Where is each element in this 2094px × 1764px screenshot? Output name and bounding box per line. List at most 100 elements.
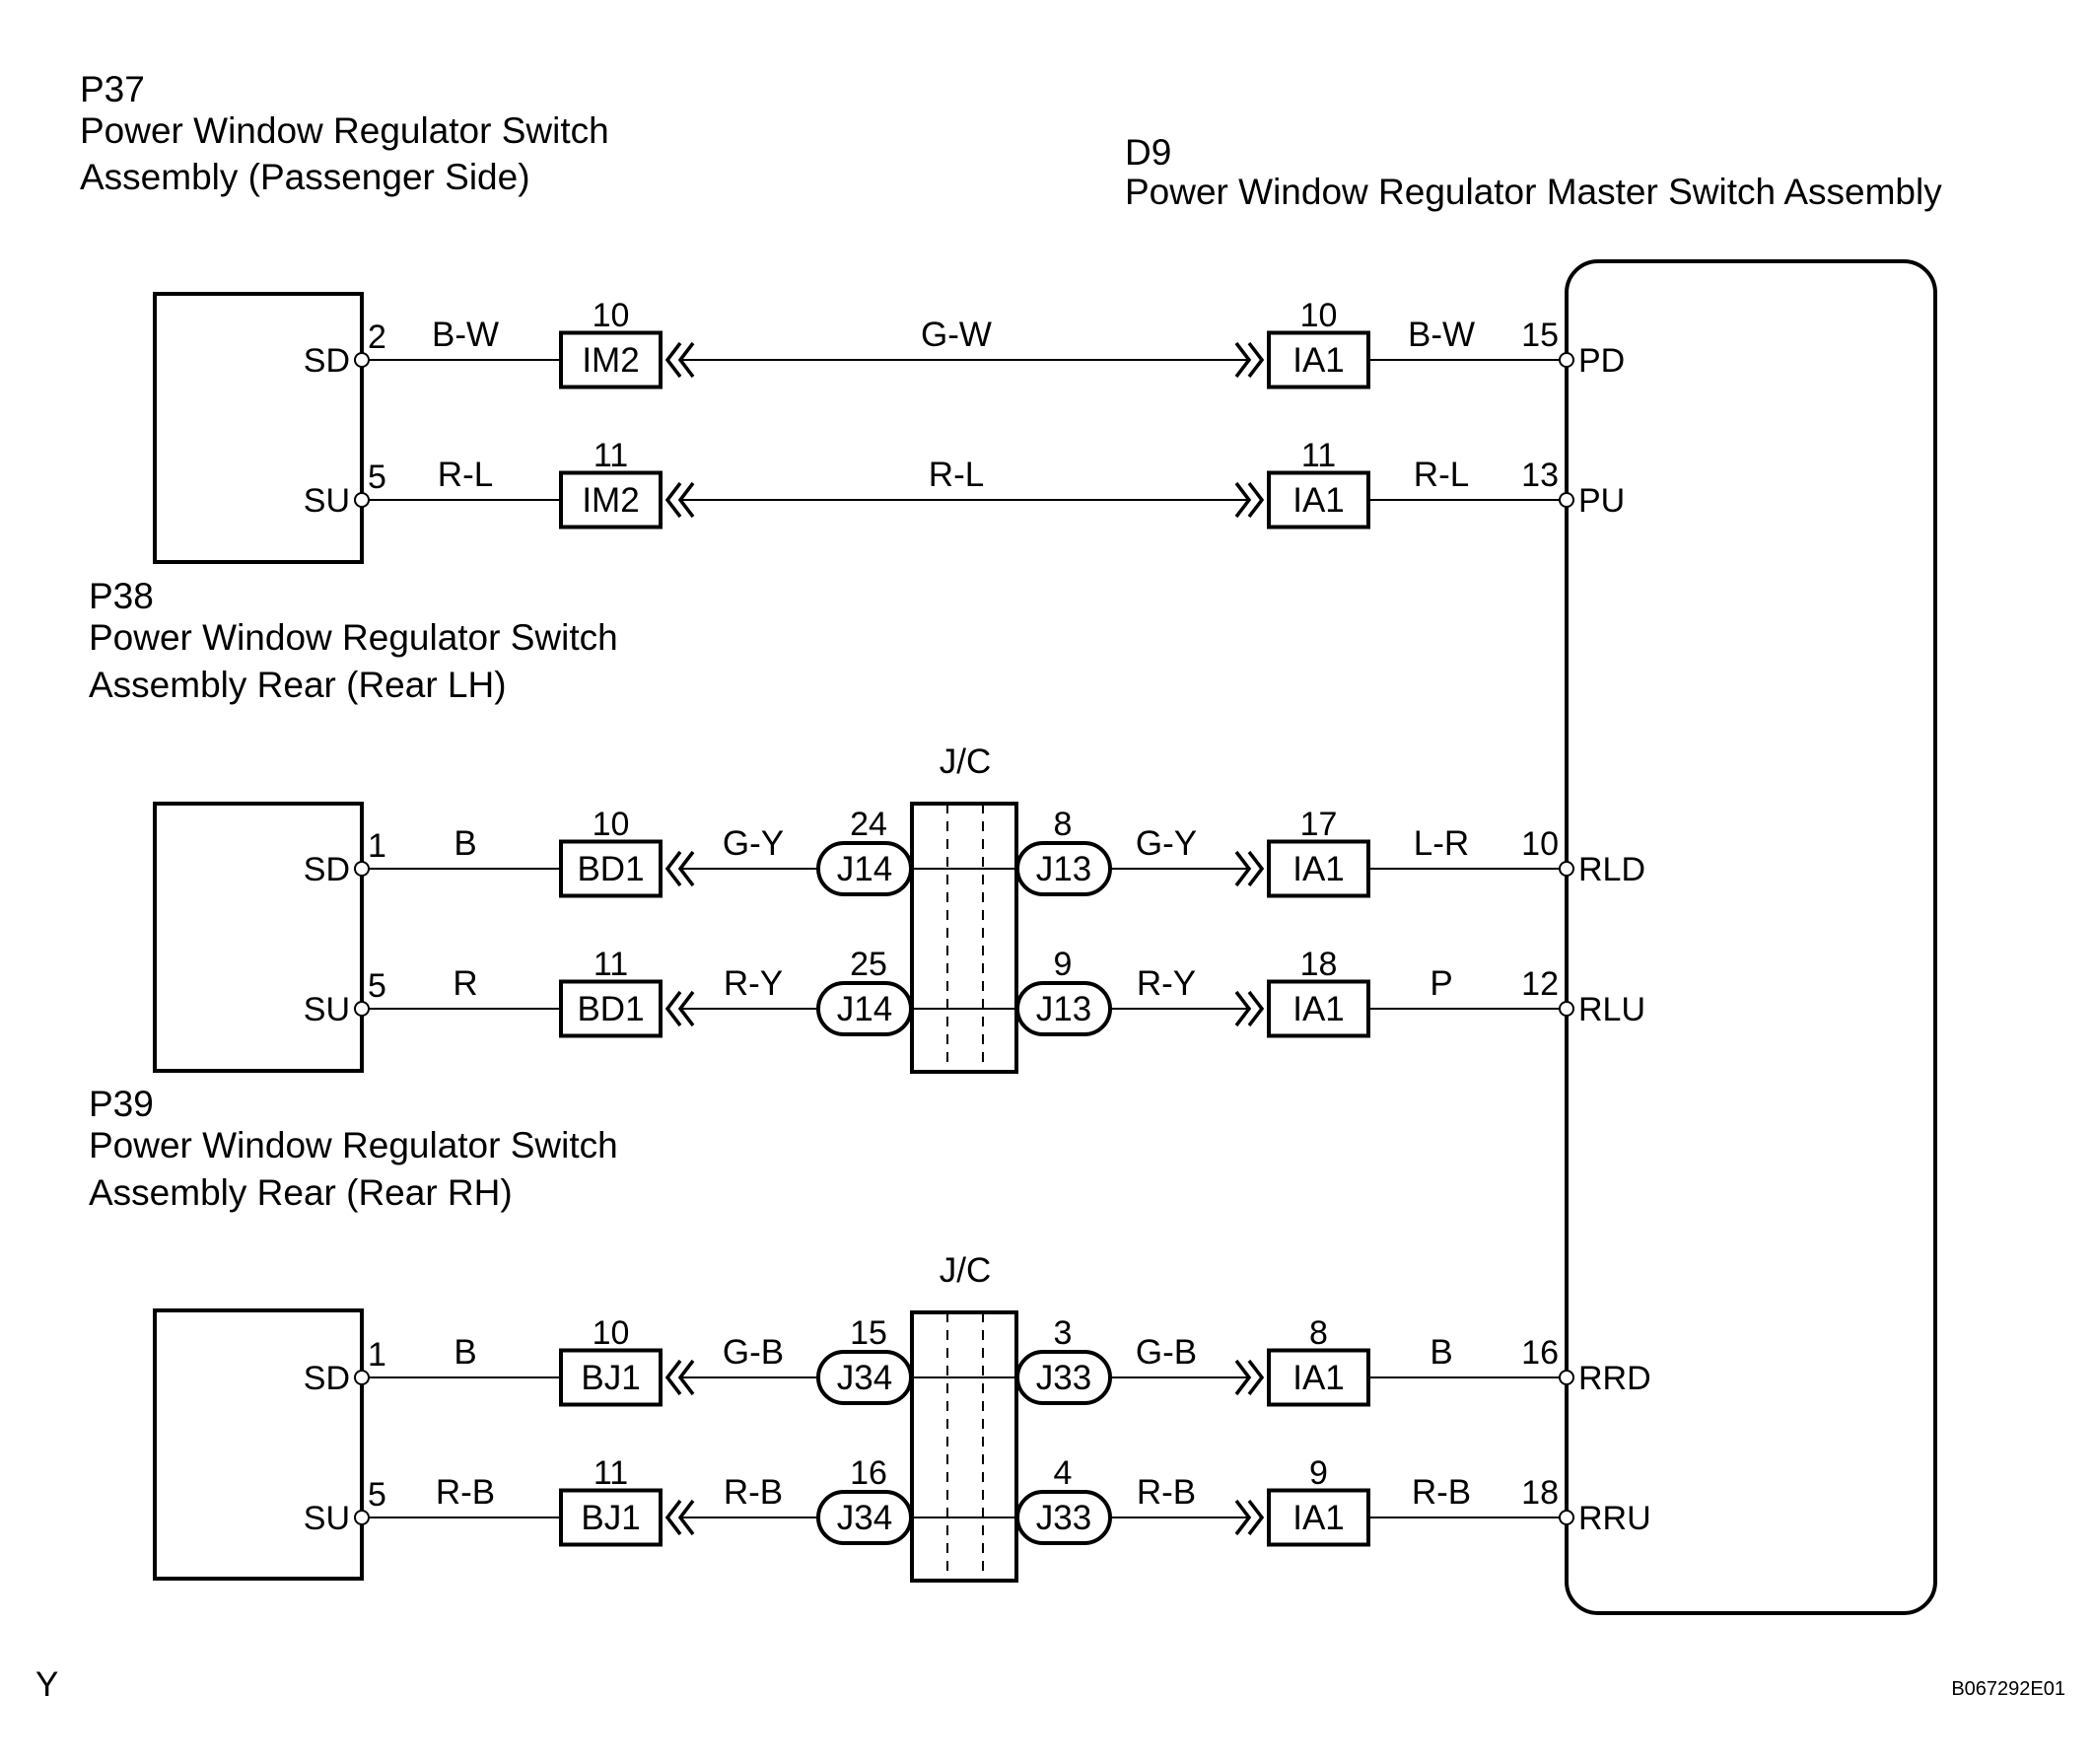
switch-terminal-point <box>354 1001 370 1017</box>
connector-box-left <box>559 1348 663 1407</box>
connector-chevron-right-part <box>1247 990 1265 1027</box>
switch-terminal-point <box>354 352 370 368</box>
connector-chevron-right <box>1234 1499 1265 1536</box>
heading-p38: P38 Power Window Regulator Switch Assemb… <box>89 576 618 705</box>
connector-name-right: IA1 <box>1292 1499 1345 1537</box>
wire-color-label: G-Y <box>1136 824 1197 863</box>
jc-label-1: J/C <box>940 742 992 781</box>
p38-name-line1: Power Window Regulator Switch <box>89 617 618 658</box>
jc-connector-name-left: J34 <box>837 1359 892 1397</box>
footer-left-code: Y <box>35 1665 58 1704</box>
junction-connector-1: J/C <box>910 742 1018 1074</box>
connector-pin-left: 10 <box>593 297 630 334</box>
connector-pin-right: 8 <box>1309 1314 1328 1352</box>
master-pin-number: 12 <box>1521 965 1559 1003</box>
heading-p37: P37 Power Window Regulator Switch Assemb… <box>80 69 609 197</box>
connector-chevron-left-part <box>664 850 682 887</box>
connector-name-right: IA1 <box>1292 850 1345 888</box>
p37-name-line1: Power Window Regulator Switch <box>80 110 609 151</box>
connector-chevron-right <box>1234 341 1265 379</box>
switch-terminal-label: SU <box>304 991 350 1028</box>
p37-switch-box <box>153 292 364 564</box>
jc-connector-name-left: J14 <box>837 990 892 1028</box>
connector-pin-right: 18 <box>1300 946 1338 983</box>
jc-connector-right <box>1015 1490 1112 1545</box>
wire-color-label: G-W <box>921 316 992 354</box>
junction-connector-2: J/C <box>910 1251 1018 1583</box>
d9-master-switch-box <box>1565 259 1937 1615</box>
connector-chevron-right-part <box>1247 481 1265 519</box>
connector-chevron-left-part <box>664 1499 682 1536</box>
connector-chevron-right <box>1234 990 1265 1027</box>
connector-name-right: IA1 <box>1292 1359 1345 1397</box>
figure-id: B067292E01 <box>1951 1678 2065 1700</box>
connector-chevron-left <box>664 850 695 887</box>
connector-chevron-right-part <box>1234 850 1252 887</box>
connector-box-right <box>1267 470 1370 529</box>
connector-chevron-right-part <box>1247 1499 1265 1536</box>
jc-connector-name-right: J33 <box>1036 1499 1091 1537</box>
connector-chevron-left <box>664 1359 695 1396</box>
connector-chevron-right-part <box>1234 1499 1252 1536</box>
master-terminal-point <box>1559 352 1574 368</box>
connector-chevron-left <box>664 341 695 379</box>
jc-connector-right <box>1015 841 1112 896</box>
jc-connector-pin-left: 15 <box>850 1314 887 1352</box>
jc-connector-pin-right: 9 <box>1054 946 1073 983</box>
connector-chevron-left-part <box>677 1359 695 1396</box>
connector-box-left <box>559 839 663 898</box>
jc-connector-pin-right: 4 <box>1054 1454 1073 1492</box>
switch-pin-number: 1 <box>368 827 386 865</box>
wire-color-label: B-W <box>1408 316 1475 354</box>
master-pin-number: 15 <box>1521 317 1559 354</box>
connector-pin-right: 10 <box>1300 297 1338 334</box>
connector-box-left <box>559 1488 663 1547</box>
wire-color-label: P <box>1430 964 1452 1003</box>
connector-chevron-left-part <box>664 1359 682 1396</box>
wire-color-label: L-R <box>1414 824 1469 863</box>
switch-terminal-point <box>354 1510 370 1525</box>
wire-color-label: R-L <box>929 456 984 494</box>
p37-code: P37 <box>80 69 145 109</box>
p39-switch-box <box>153 1308 364 1581</box>
master-terminal-label: PU <box>1578 482 1625 520</box>
master-terminal-label: RRD <box>1578 1360 1651 1397</box>
wire-color-label: R-B <box>724 1473 783 1512</box>
connector-chevron-left-part <box>664 341 682 379</box>
connector-chevron-right-part <box>1234 990 1252 1027</box>
heading-d9: D9 Power Window Regulator Master Switch … <box>1125 132 1942 212</box>
wire-color-label: B <box>1430 1333 1452 1372</box>
p37-name-line2: Assembly (Passenger Side) <box>80 157 530 197</box>
connector-box-left <box>559 470 663 529</box>
connector-chevron-left-part <box>677 1499 695 1536</box>
jc-connector-left <box>816 1350 913 1405</box>
master-terminal-label: RLD <box>1578 851 1645 888</box>
connector-pin-left: 11 <box>593 946 628 983</box>
jc-label-2: J/C <box>940 1251 992 1290</box>
connector-chevron-right-part <box>1247 850 1265 887</box>
connector-chevron-left-part <box>677 481 695 519</box>
master-pin-number: 13 <box>1521 457 1559 494</box>
wire-color-label: R-L <box>1414 456 1469 494</box>
connector-chevron-right-part <box>1247 341 1265 379</box>
connector-name-left: IM2 <box>582 341 639 380</box>
wire-color-label: R-Y <box>724 964 783 1003</box>
master-terminal-point <box>1559 861 1574 877</box>
heading-p39: P39 Power Window Regulator Switch Assemb… <box>89 1084 618 1213</box>
jc-connector-left <box>816 981 913 1036</box>
connector-chevron-right-part <box>1234 1359 1252 1396</box>
connector-box-right <box>1267 330 1370 389</box>
connector-pin-left: 11 <box>593 437 628 474</box>
jc-connector-pin-left: 25 <box>850 946 887 983</box>
jc-connector-pin-left: 16 <box>850 1454 887 1492</box>
switch-pin-number: 5 <box>368 1476 386 1514</box>
d9-name: Power Window Regulator Master Switch Ass… <box>1125 172 1942 212</box>
wire-color-label: R-B <box>1137 1473 1196 1512</box>
connector-pin-left: 10 <box>593 806 630 843</box>
